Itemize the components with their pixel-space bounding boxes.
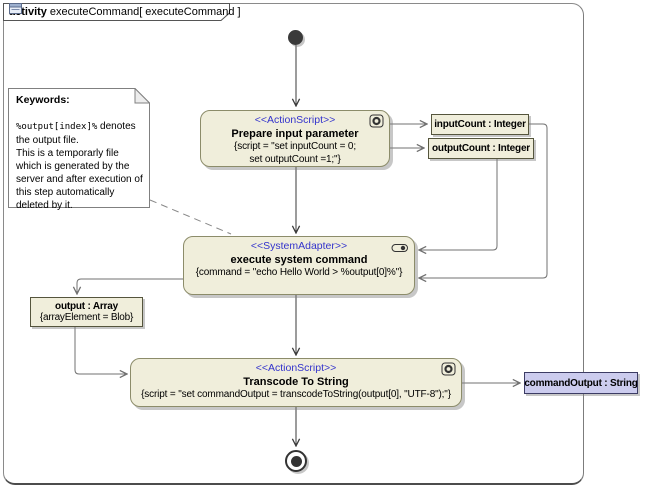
edge-inputcount-to-execute[interactable]	[419, 123, 548, 278]
note-attachment-line[interactable]	[149, 199, 232, 235]
action-name: execute system command	[230, 254, 368, 266]
note-line-2: the output file.	[16, 135, 79, 146]
action-prepare-input-parameter[interactable]: <<ActionScript>> Prepare input parameter…	[200, 110, 390, 167]
note-line-4: which is generated by the	[16, 161, 130, 172]
action-name: Prepare input parameter	[231, 128, 359, 140]
object-props: {arrayElement = Blob}	[39, 312, 134, 323]
edge-execute-to-outputarray[interactable]	[77, 278, 183, 294]
note-title: Keywords:	[16, 94, 70, 106]
frame-diagram-name: executeCommand	[145, 5, 235, 18]
initial-node[interactable]	[288, 30, 303, 45]
object-commandoutput[interactable]: commandOutput : String	[524, 372, 638, 394]
object-inputcount[interactable]: inputCount : Integer	[431, 114, 529, 135]
edge-outputcount-to-execute[interactable]	[419, 159, 498, 250]
system-adapter-pill-icon	[391, 240, 409, 258]
object-outputcount[interactable]: outputCount : Integer	[428, 138, 534, 159]
action-gear-icon	[441, 362, 456, 381]
action-execute-system-command[interactable]: <<SystemAdapter>> execute system command…	[183, 236, 415, 295]
stereotype-label: <<ActionScript>>	[255, 362, 337, 374]
activity-diagram-icon	[9, 3, 22, 14]
object-label: commandOutput : String	[524, 377, 638, 389]
stereotype-label: <<ActionScript>>	[254, 114, 336, 126]
action-props-line1: {script = "set inputCount = 0;	[234, 141, 356, 152]
stereotype-label: <<SystemAdapter>>	[250, 240, 348, 252]
frame-label-tab: activity executeCommand[ executeCommand …	[3, 3, 241, 21]
action-transcode-to-string[interactable]: <<ActionScript>> Transcode To String {sc…	[130, 358, 462, 407]
action-gear-icon	[369, 114, 384, 133]
frame-tab-shape	[3, 3, 230, 21]
edge-outputarray-to-transcode[interactable]	[74, 327, 127, 374]
object-label: output : Array	[55, 301, 118, 312]
note-line-6: this step automatically	[16, 187, 115, 198]
keywords-note[interactable]: Keywords: %output[index]% denotes the ou…	[8, 87, 151, 211]
action-props-line1: {script = "set commandOutput = transcode…	[141, 389, 451, 400]
object-label: inputCount : Integer	[434, 119, 526, 130]
final-node-inner-dot	[290, 455, 302, 467]
frame-close-bracket: ]	[237, 5, 241, 18]
action-name: Transcode To String	[243, 376, 349, 388]
note-line-3: This is a temporarly file	[16, 148, 119, 159]
note-line-5: server and after execution of	[16, 174, 143, 185]
object-label: outputCount : Integer	[432, 143, 530, 154]
action-props-line2: set outputCount =1;"}	[249, 153, 341, 165]
activity-frame	[3, 3, 584, 485]
object-output-array[interactable]: output : Array {arrayElement = Blob}	[30, 297, 143, 327]
activity-final-node[interactable]	[285, 450, 307, 472]
note-shape	[8, 87, 151, 208]
note-code: %output[index]%	[16, 122, 98, 132]
note-line-1: %output[index]% denotes	[16, 121, 136, 132]
frame-name: executeCommand[	[49, 5, 143, 18]
action-props-line1: {command = "echo Hello World > %output[0…	[195, 267, 403, 278]
note-line-7: deleted by it.	[16, 200, 73, 211]
